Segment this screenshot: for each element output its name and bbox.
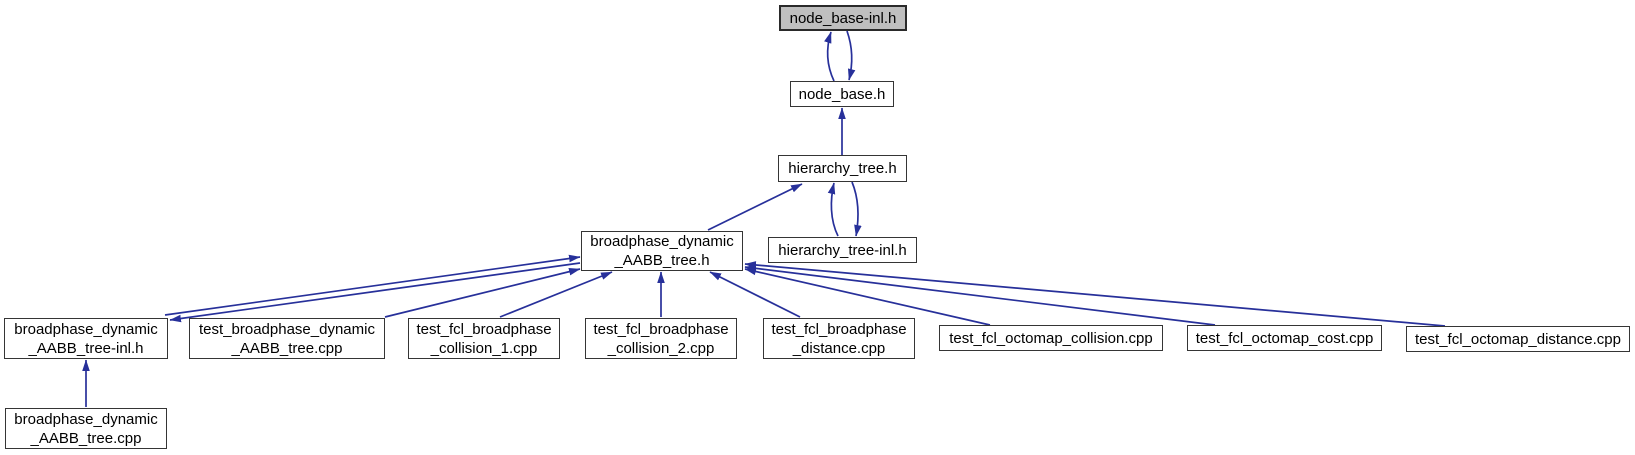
include-arrow-test_fcl_broadphase_distance.cpp-to-broadphase_dynamic_AABB_tree.h — [709, 271, 801, 318]
graph-node-test_fcl_broadphase_collision_1.cpp[interactable]: test_fcl_broadphase_collision_1.cpp — [408, 318, 560, 359]
graph-node-label: _distance.cpp — [792, 339, 886, 357]
graph-node-label: _AABB_tree.h — [614, 252, 710, 269]
graph-node-label: test_fcl_octomap_cost.cpp — [1195, 329, 1374, 347]
graph-node-label: hierarchy_tree.h — [788, 160, 897, 177]
graph-node-label: test_fcl_broadphase — [416, 320, 552, 338]
graph-node-label: broadphase_dynamic — [14, 320, 158, 338]
graph-node-label: _AABB_tree.cpp — [231, 339, 343, 357]
include-arrow-broadphase_dynamic_AABB_tree-inl.h-to-broadphase_dynamic_AABB_tree.h — [164, 254, 581, 316]
graph-node-label: node_base-inl.h — [789, 9, 897, 27]
graph-node-test_fcl_broadphase_collision_2.cpp[interactable]: test_fcl_broadphase_collision_2.cpp — [585, 318, 737, 359]
include-arrow-test_fcl_octomap_distance.cpp-to-broadphase_dynamic_AABB_tree.h — [744, 261, 1446, 327]
graph-node-broadphase_dynamic_AABB_tree.h[interactable]: broadphase_dynamic _AABB_tree.h — [581, 231, 743, 271]
include-arrow-test_fcl_octomap_collision.cpp-to-broadphase_dynamic_AABB_tree.h — [744, 267, 991, 326]
graph-node-label: _collision_2.cpp — [607, 339, 715, 357]
graph-node-label: _collision_1.cpp — [430, 339, 538, 357]
graph-node-test_fcl_octomap_distance.cpp[interactable]: test_fcl_octomap_distance.cpp — [1406, 326, 1630, 352]
include-arrow-broadphase_dynamic_AABB_tree.h-to-broadphase_dynamic_AABB_tree-inl.h — [169, 262, 581, 323]
graph-node-label: broadphase_dynamic — [14, 410, 158, 428]
graph-node-label: hierarchy_tree-inl.h — [778, 241, 907, 259]
graph-node-broadphase_dynamic_AABB_tree.cpp[interactable]: broadphase_dynamic_AABB_tree.cpp — [5, 408, 167, 449]
graph-node-label: test_fcl_broadphase — [771, 320, 907, 338]
include-arrow-test_fcl_octomap_cost.cpp-to-broadphase_dynamic_AABB_tree.h — [744, 264, 1216, 326]
graph-node-broadphase_dynamic_AABB_tree-inl.h[interactable]: broadphase_dynamic_AABB_tree-inl.h — [4, 318, 168, 359]
graph-node-label: broadphase_dynamic — [590, 233, 734, 250]
graph-node-label: node_base.h — [798, 85, 886, 103]
graph-node-label: test_fcl_octomap_collision.cpp — [949, 329, 1153, 347]
graph-node-test_broadphase_dynamic_AABB_tree.cpp[interactable]: test_broadphase_dynamic_AABB_tree.cpp — [189, 318, 385, 359]
include-arrow-hierarchy_tree-inl.h-to-hierarchy_tree.h — [827, 182, 839, 237]
graph-node-test_fcl_broadphase_distance.cpp[interactable]: test_fcl_broadphase_distance.cpp — [763, 318, 915, 359]
graph-node-label: _AABB_tree-inl.h — [28, 339, 144, 357]
include-arrow-test_broadphase_dynamic_AABB_tree.cpp-to-broadphase_dynamic_AABB_tree.h — [384, 267, 581, 318]
graph-node-label: test_broadphase_dynamic — [199, 320, 375, 338]
graph-node-test_fcl_octomap_collision.cpp[interactable]: test_fcl_octomap_collision.cpp — [939, 325, 1163, 351]
include-arrow-node_base.h-to-node_base-inl.h — [824, 31, 835, 82]
graph-node-hierarchy_tree-inl.h[interactable]: hierarchy_tree-inl.h — [768, 237, 917, 263]
graph-node-node_base-inl.h: node_base-inl.h — [779, 5, 907, 31]
graph-node-label: _AABB_tree.cpp — [30, 429, 142, 447]
include-arrow-node_base-inl.h-to-node_base.h — [846, 30, 856, 81]
edge-group — [82, 30, 1446, 407]
graph-node-hierarchy_tree.h[interactable]: hierarchy_tree.h — [778, 155, 907, 182]
graph-node-label: test_fcl_octomap_distance.cpp — [1415, 330, 1621, 348]
graph-node-test_fcl_octomap_cost.cpp[interactable]: test_fcl_octomap_cost.cpp — [1187, 325, 1382, 351]
include-arrow-broadphase_dynamic_AABB_tree.h-to-hierarchy_tree.h — [707, 183, 803, 231]
include-arrow-test_fcl_broadphase_collision_1.cpp-to-broadphase_dynamic_AABB_tree.h — [499, 271, 613, 318]
include-arrow-hierarchy_tree.h-to-hierarchy_tree-inl.h — [851, 181, 862, 237]
graph-node-label: test_fcl_broadphase — [593, 320, 729, 338]
graph-node-node_base.h[interactable]: node_base.h — [790, 81, 894, 107]
